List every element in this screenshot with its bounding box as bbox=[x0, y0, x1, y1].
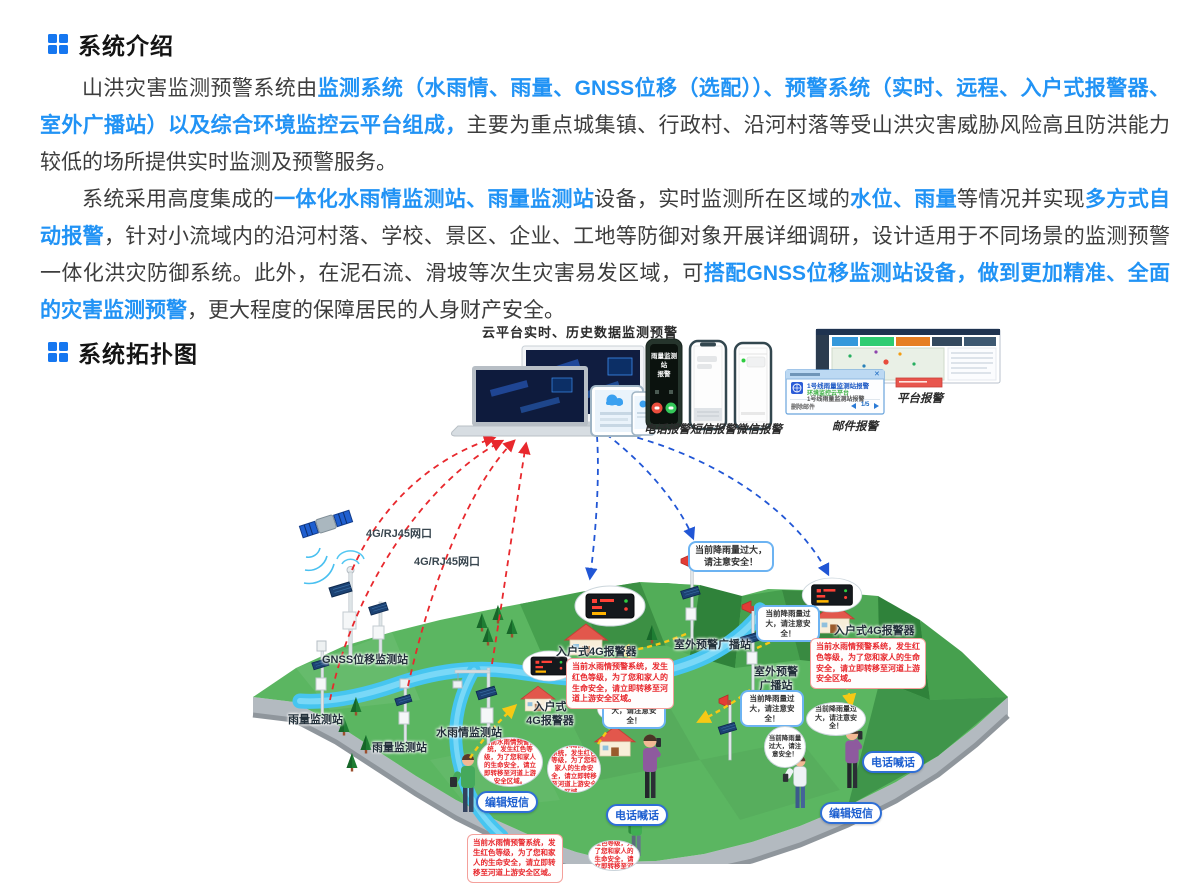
highlighted-text: 搭配GNSS位移监测站设备，做到更加精准、全面的灾害监测预警 bbox=[40, 262, 1170, 322]
broadcast-station-c bbox=[717, 694, 737, 761]
body-text: 设备，实时监测所在区域的 bbox=[594, 188, 851, 211]
rain-station-left bbox=[311, 640, 330, 715]
rain-station-center bbox=[394, 678, 413, 743]
highlighted-text: 一体化水雨情监测站、雨量监测站 bbox=[274, 188, 595, 211]
red-warning-box-3: 当前水雨情预警系统，发生红色等级，为了您和家人的生命安全，请立即转移至河道上游安… bbox=[467, 834, 563, 883]
red-warning-speech-3: 当前水雨情预警系统，发生红色等级，为了您和家人的生命安全，请立即转移至河道上游安… bbox=[588, 840, 640, 871]
email-line1: 1号线雨量监测站报警 bbox=[807, 383, 870, 390]
red-warning-speech-1: 当前水雨情预警系统，发生红色等级，为了您和家人的生命安全，请立即转移至河道上游安… bbox=[477, 737, 543, 787]
highlighted-text: 多方式自动报警 bbox=[40, 188, 1171, 248]
rain-warning-speech-1: 当前降雨量过大，请注意安全！ bbox=[806, 702, 866, 736]
email-popup-window bbox=[785, 369, 885, 415]
network-port-label-1: 4G/RJ45网口 bbox=[366, 528, 433, 540]
label-rain-station-center: 雨量监测站 bbox=[372, 742, 427, 754]
label-broadcast-b-line2: 广播站 bbox=[759, 679, 793, 692]
email-pager[interactable]: 1/5 bbox=[861, 402, 870, 408]
highlighted-text: 水位、雨量 bbox=[850, 188, 957, 211]
phone-call-alert bbox=[645, 338, 683, 430]
phone-sms-alert bbox=[688, 339, 728, 431]
satellite-signal-waves bbox=[303, 547, 335, 585]
topology-title: 系统拓扑图 bbox=[78, 341, 198, 367]
email-line2: 环境监控云平台 bbox=[807, 391, 850, 397]
label-broadcast-a: 室外预警广播站 bbox=[674, 639, 751, 651]
red-warning-speech-2: 当前水雨情预警系统，发生红色等级，为了您和家人的生命安全，请立即转移至河道上游安… bbox=[547, 745, 601, 793]
phone-wechat-alert bbox=[733, 341, 773, 431]
caption-phone-alert: 电话报警 bbox=[644, 424, 690, 436]
network-port-label-2: 4G/RJ45网口 bbox=[414, 556, 481, 568]
body-text: ，更大程度的保障居民的人身财产安全。 bbox=[187, 299, 565, 322]
label-indoor-alarm-2: 入户式 4G报警器 bbox=[520, 701, 580, 729]
intro-paragraph-2: 系统采用高度集成的一体化水雨情监测站、雨量监测站设备，实时监测所在区域的水位、雨… bbox=[40, 181, 1170, 329]
blue-squares-icon bbox=[48, 34, 68, 54]
intro-section-heading: 系统介绍 bbox=[48, 27, 174, 61]
label-broadcast-b-line1: 室外预警 bbox=[754, 666, 798, 678]
call-screen-line1: 雨量监测站 bbox=[651, 353, 677, 370]
action-edit-sms-right: 编辑短信 bbox=[820, 802, 882, 824]
action-phone-call-right: 电话喊话 bbox=[862, 751, 924, 773]
body-text: 系统采用高度集成的 bbox=[82, 188, 275, 211]
email-footer[interactable]: 删除邮件 bbox=[791, 405, 816, 411]
email-line3: 1号线雨量监测站报警 bbox=[807, 397, 865, 403]
upload-arrows-red bbox=[329, 435, 531, 701]
call-screen-line2: 报警 bbox=[657, 371, 671, 379]
label-broadcast-b: 室外预警 广播站 bbox=[748, 666, 804, 694]
rain-warning-speech-2: 当前降雨量过大，请注意安全！ bbox=[764, 726, 806, 768]
label-hydro-station: 水雨情监测站 bbox=[436, 727, 502, 739]
caption-platform-alert: 平台报警 bbox=[897, 393, 943, 405]
blue-squares-icon bbox=[48, 342, 68, 362]
red-warning-box-2: 当前水雨情预警系统，发生红色等级，为了您和家人的生命安全，请立即转移至河道上游安… bbox=[810, 638, 926, 690]
body-text: 主要为重点城集镇、行政村、沿河村落等受山洪灾害威胁风险高且防洪能力较低的场所提供… bbox=[40, 114, 1171, 174]
label-indoor-alarm-2-line2: 4G报警器 bbox=[526, 714, 574, 727]
label-gnss-station: GNSS位移监测站 bbox=[322, 654, 409, 666]
label-rain-station-left: 雨量监测站 bbox=[288, 714, 343, 726]
intro-paragraphs: 山洪灾害监测预警系统由监测系统（水雨情、雨量、GNSS位移（选配））、预警系统（… bbox=[40, 70, 1170, 329]
intro-paragraph-1: 山洪灾害监测预警系统由监测系统（水雨情、雨量、GNSS位移（选配））、预警系统（… bbox=[40, 70, 1170, 181]
label-indoor-alarm-1: 入户式4G报警器 bbox=[556, 646, 637, 658]
cloud-platform-devices bbox=[451, 345, 656, 437]
caption-wechat-alert: 微信报警 bbox=[736, 424, 782, 436]
label-indoor-alarm-3: 入户式4G报警器 bbox=[834, 625, 915, 637]
rain-warning-bubble-1: 当前降雨量过大，请注意安全！ bbox=[688, 541, 774, 573]
caption-sms-alert: 短信报警 bbox=[690, 424, 736, 436]
highlighted-text: 监测系统（水雨情、雨量、GNSS位移（选配））、预警系统（实时、远程、入户式报警… bbox=[40, 77, 1171, 137]
satellite-icon bbox=[298, 509, 354, 539]
label-indoor-alarm-2-line1: 入户式 bbox=[533, 701, 567, 713]
rain-warning-bubble-2: 当前降雨量过大，请注意安全！ bbox=[756, 605, 820, 643]
intro-title: 系统介绍 bbox=[78, 33, 174, 59]
body-text: ，针对小流域内的沿河村落、学校、景区、企业、工地等防御对象开展详细调研，设计适用… bbox=[40, 225, 1170, 285]
hydro-station bbox=[452, 667, 498, 745]
caption-email-alert: 邮件报警 bbox=[832, 421, 878, 433]
topology-section-heading: 系统拓扑图 bbox=[48, 335, 198, 369]
body-text: 山洪灾害监测预警系统由 bbox=[82, 77, 318, 100]
close-icon[interactable]: ✕ bbox=[874, 371, 880, 378]
body-text: 等情况并实现 bbox=[956, 188, 1086, 211]
action-phone-call-center: 电话喊话 bbox=[606, 804, 668, 826]
red-warning-box-1: 当前水雨情预警系统，发生红色等级，为了您和家人的生命安全，请立即转移至河道上游安… bbox=[566, 658, 674, 710]
cloud-platform-caption: 云平台实时、历史数据监测预警 bbox=[482, 325, 679, 340]
person-call-center bbox=[643, 734, 661, 798]
call-screen-text: 雨量监测站 报警 bbox=[650, 352, 678, 379]
action-edit-sms-left: 编辑短信 bbox=[476, 791, 538, 813]
page: { "intro": { "heading": "系统介绍", "p1": [ … bbox=[40, 27, 1171, 883]
rain-warning-bubble-4: 当前降雨量过大，请注意安全！ bbox=[740, 690, 804, 728]
alert-arrows-blue bbox=[585, 431, 830, 581]
